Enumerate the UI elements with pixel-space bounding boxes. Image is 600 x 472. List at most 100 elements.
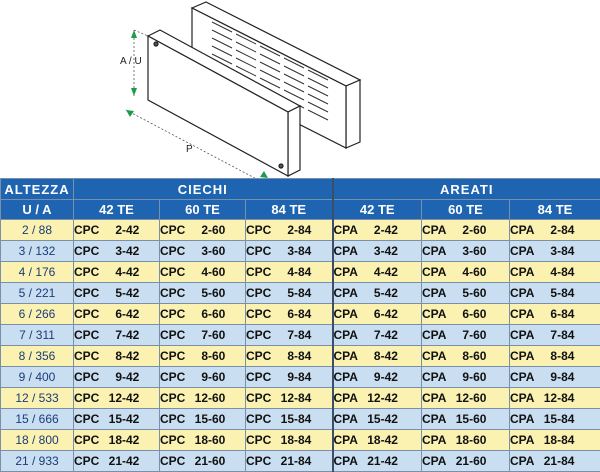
height-cell: 4 / 176	[1, 262, 74, 283]
code-number: 15-84	[534, 412, 574, 426]
code-number: 18-42	[99, 433, 139, 447]
code-prefix: CPC	[160, 328, 185, 342]
code-prefix: CPC	[74, 349, 99, 363]
code-prefix: CPA	[422, 412, 446, 426]
code-number: 15-84	[271, 412, 311, 426]
code-number: 5-42	[358, 286, 398, 300]
code-prefix: CPA	[334, 307, 358, 321]
code-prefix: CPC	[246, 454, 271, 468]
code-prefix: CPC	[246, 370, 271, 384]
code-number: 8-84	[271, 349, 311, 363]
code-prefix: CPC	[246, 286, 271, 300]
code-prefix: CPC	[160, 412, 185, 426]
code-number: 3-60	[446, 244, 486, 258]
code-number: 2-84	[534, 223, 574, 237]
code-number: 9-60	[446, 370, 486, 384]
height-cell: 21 / 933	[1, 451, 74, 472]
code-prefix: CPA	[422, 370, 446, 384]
code-prefix: CPC	[74, 391, 99, 405]
code-number: 6-60	[185, 307, 225, 321]
code-number: 3-42	[358, 244, 398, 258]
code-number: 21-84	[271, 454, 311, 468]
code-prefix: CPC	[246, 265, 271, 279]
code-prefix: CPA	[334, 286, 358, 300]
code-prefix: CPA	[334, 433, 358, 447]
code-prefix: CPC	[246, 223, 271, 237]
code-number: 9-42	[99, 370, 139, 384]
areati-header: AREATI	[333, 179, 600, 200]
code-prefix: CPC	[246, 328, 271, 342]
code-number: 7-84	[534, 328, 574, 342]
code-prefix: CPC	[160, 349, 185, 363]
code-prefix: CPA	[334, 349, 358, 363]
depth-label: P	[186, 144, 193, 155]
code-number: 6-42	[99, 307, 139, 321]
units-header: U / A	[1, 200, 74, 220]
code-number: 21-42	[99, 454, 139, 468]
code-prefix: CPA	[422, 328, 446, 342]
code-prefix: CPA	[422, 349, 446, 363]
code-number: 2-42	[99, 223, 139, 237]
col-header: 60 TE	[422, 200, 510, 220]
code-prefix: CPC	[160, 244, 185, 258]
code-prefix: CPA	[334, 412, 358, 426]
code-prefix: CPC	[160, 286, 185, 300]
code-number: 3-42	[99, 244, 139, 258]
code-prefix: CPC	[160, 265, 185, 279]
height-cell: 5 / 221	[1, 283, 74, 304]
code-prefix: CPA	[510, 349, 534, 363]
code-number: 15-42	[99, 412, 139, 426]
code-number: 18-84	[534, 433, 574, 447]
code-prefix: CPC	[160, 454, 185, 468]
code-prefix: CPA	[422, 223, 446, 237]
col-header: 60 TE	[160, 200, 246, 220]
code-prefix: CPC	[246, 244, 271, 258]
code-prefix: CPC	[74, 328, 99, 342]
code-number: 4-84	[271, 265, 311, 279]
code-prefix: CPA	[510, 328, 534, 342]
code-number: 6-84	[534, 307, 574, 321]
code-prefix: CPC	[246, 412, 271, 426]
col-header: 42 TE	[74, 200, 160, 220]
code-number: 8-60	[185, 349, 225, 363]
code-prefix: CPC	[74, 265, 99, 279]
code-prefix: CPA	[422, 454, 446, 468]
code-prefix: CPC	[74, 370, 99, 384]
code-prefix: CPA	[334, 391, 358, 405]
code-number: 2-60	[446, 223, 486, 237]
code-number: 18-84	[271, 433, 311, 447]
